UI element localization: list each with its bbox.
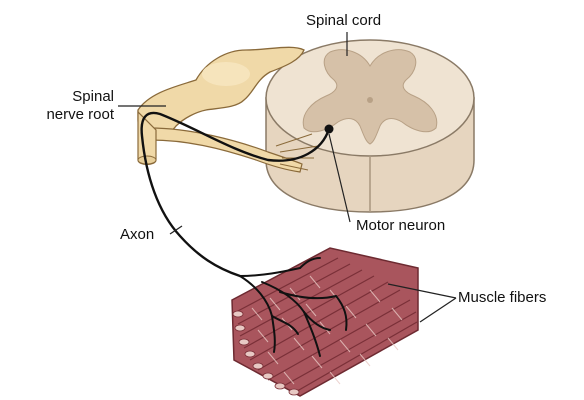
label-motor-neuron: Motor neuron [356,217,446,234]
label-spinal-nerve-root-line1: Spinal [72,88,114,105]
motor-neuron [140,111,348,357]
muscle-striations [251,275,403,385]
axon-path [140,111,331,278]
label-spinal-cord: Spinal cord [306,12,382,29]
nerve-rootlets [275,133,319,171]
label-axon: Axon [120,226,155,243]
leader-lines [118,32,457,323]
leader-motor-neuron [328,133,351,223]
leader-axon [169,225,183,235]
label-muscle-fibers: Muscle fibers [458,289,547,306]
spinal-cord [265,39,475,213]
leader-muscle-fibers-1 [387,283,457,299]
leader-muscle-fibers-2 [419,297,457,323]
muscle-fibers-bundle [231,247,419,397]
gray-matter [302,49,438,145]
axon-terminal-branches [239,257,348,357]
muscle-fiber-ends [232,310,300,396]
label-spinal-nerve-root-line2: nerve root [46,106,114,123]
